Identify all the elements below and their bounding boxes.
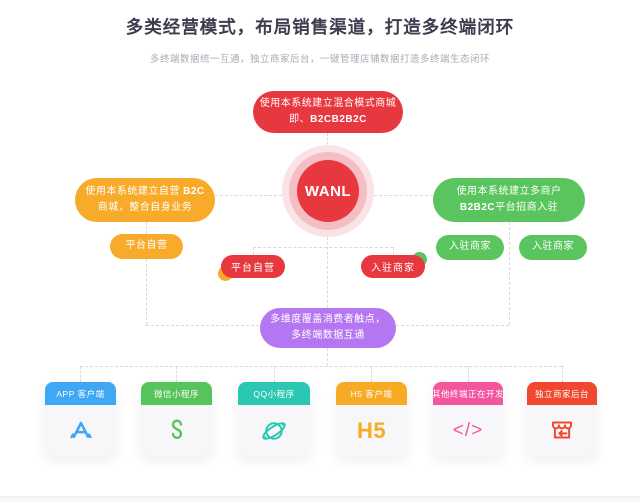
connector-line	[176, 366, 177, 382]
node-text: 即、B2CB2B2C	[289, 114, 367, 125]
node-platform-self: 平台自营	[110, 234, 183, 259]
section-divider	[0, 496, 640, 502]
qq-planet-icon	[238, 405, 310, 456]
code-icon: </>	[452, 419, 484, 441]
card-header: QQ小程序	[238, 382, 310, 405]
terminal-card-merchant-backend: 独立商家后台	[527, 382, 597, 456]
page-subtitle: 多终端数据统一互通，独立商家后台，一键管理店铺数据打造多终端生态闭环	[149, 54, 490, 65]
wechat-miniprogram-icon	[141, 405, 212, 456]
tag-platform-self: 平台自营	[221, 255, 285, 278]
h5-icon: H5	[356, 417, 387, 443]
connector-line	[253, 247, 393, 248]
shop-icon	[527, 405, 597, 456]
connector-line	[562, 366, 563, 382]
connector-line	[274, 366, 275, 382]
connector-line	[253, 247, 254, 255]
terminal-card-app: APP 客户端	[45, 382, 116, 456]
card-header: H5 客户端	[336, 382, 407, 405]
connector-line	[146, 222, 147, 234]
connector-line	[215, 195, 282, 196]
node-text: 使用本系统建立自营 B2C 商城，整合自身业务	[85, 185, 205, 214]
node-b2c-self-operated: 使用本系统建立自营 B2C 商城，整合自身业务	[75, 178, 215, 222]
connector-line	[146, 259, 147, 325]
node-multi-terminal-hub: 多维度覆盖消费者触点，多终端数据互通	[260, 308, 396, 348]
tag-merchant: 入驻商家	[361, 255, 425, 278]
brand-circle: WANL	[297, 160, 359, 222]
node-mixed-mode-mall: 使用本系统建立混合模式商城 即、B2CB2B2C	[253, 91, 403, 133]
connector-line	[509, 222, 510, 325]
app-store-icon	[45, 405, 116, 456]
connector-line	[80, 366, 562, 367]
card-header: 其他终端正在开发	[432, 382, 504, 405]
node-text: 使用本系统建立混合模式商城	[259, 97, 397, 109]
connector-line	[80, 366, 81, 382]
node-merchant-2: 入驻商家	[519, 235, 587, 260]
card-header: 微信小程序	[141, 382, 212, 405]
connector-line	[468, 366, 469, 382]
connector-line	[374, 195, 433, 196]
card-header: 独立商家后台	[527, 382, 597, 405]
connector-line	[327, 133, 328, 149]
terminal-card-qq: QQ小程序	[238, 382, 310, 456]
terminal-card-wechat: 微信小程序	[141, 382, 212, 456]
node-text: 使用本系统建立多商户	[456, 185, 562, 197]
card-header: APP 客户端	[45, 382, 116, 405]
node-merchant-1: 入驻商家	[436, 235, 504, 260]
connector-line	[393, 247, 394, 255]
node-b2b2c-multi-merchant: 使用本系统建立多商户 B2B2C平台招商入驻	[433, 178, 585, 222]
connector-line	[327, 237, 328, 308]
terminal-card-other: 其他终端正在开发 </>	[432, 382, 504, 456]
terminal-card-h5: H5 客户端 H5	[336, 382, 407, 456]
node-text: B2B2C平台招商入驻	[459, 202, 559, 213]
connector-line	[327, 348, 328, 366]
page-title: 多类经营模式，布局销售渠道，打造多终端闭环	[125, 17, 515, 37]
connector-line	[371, 366, 372, 382]
